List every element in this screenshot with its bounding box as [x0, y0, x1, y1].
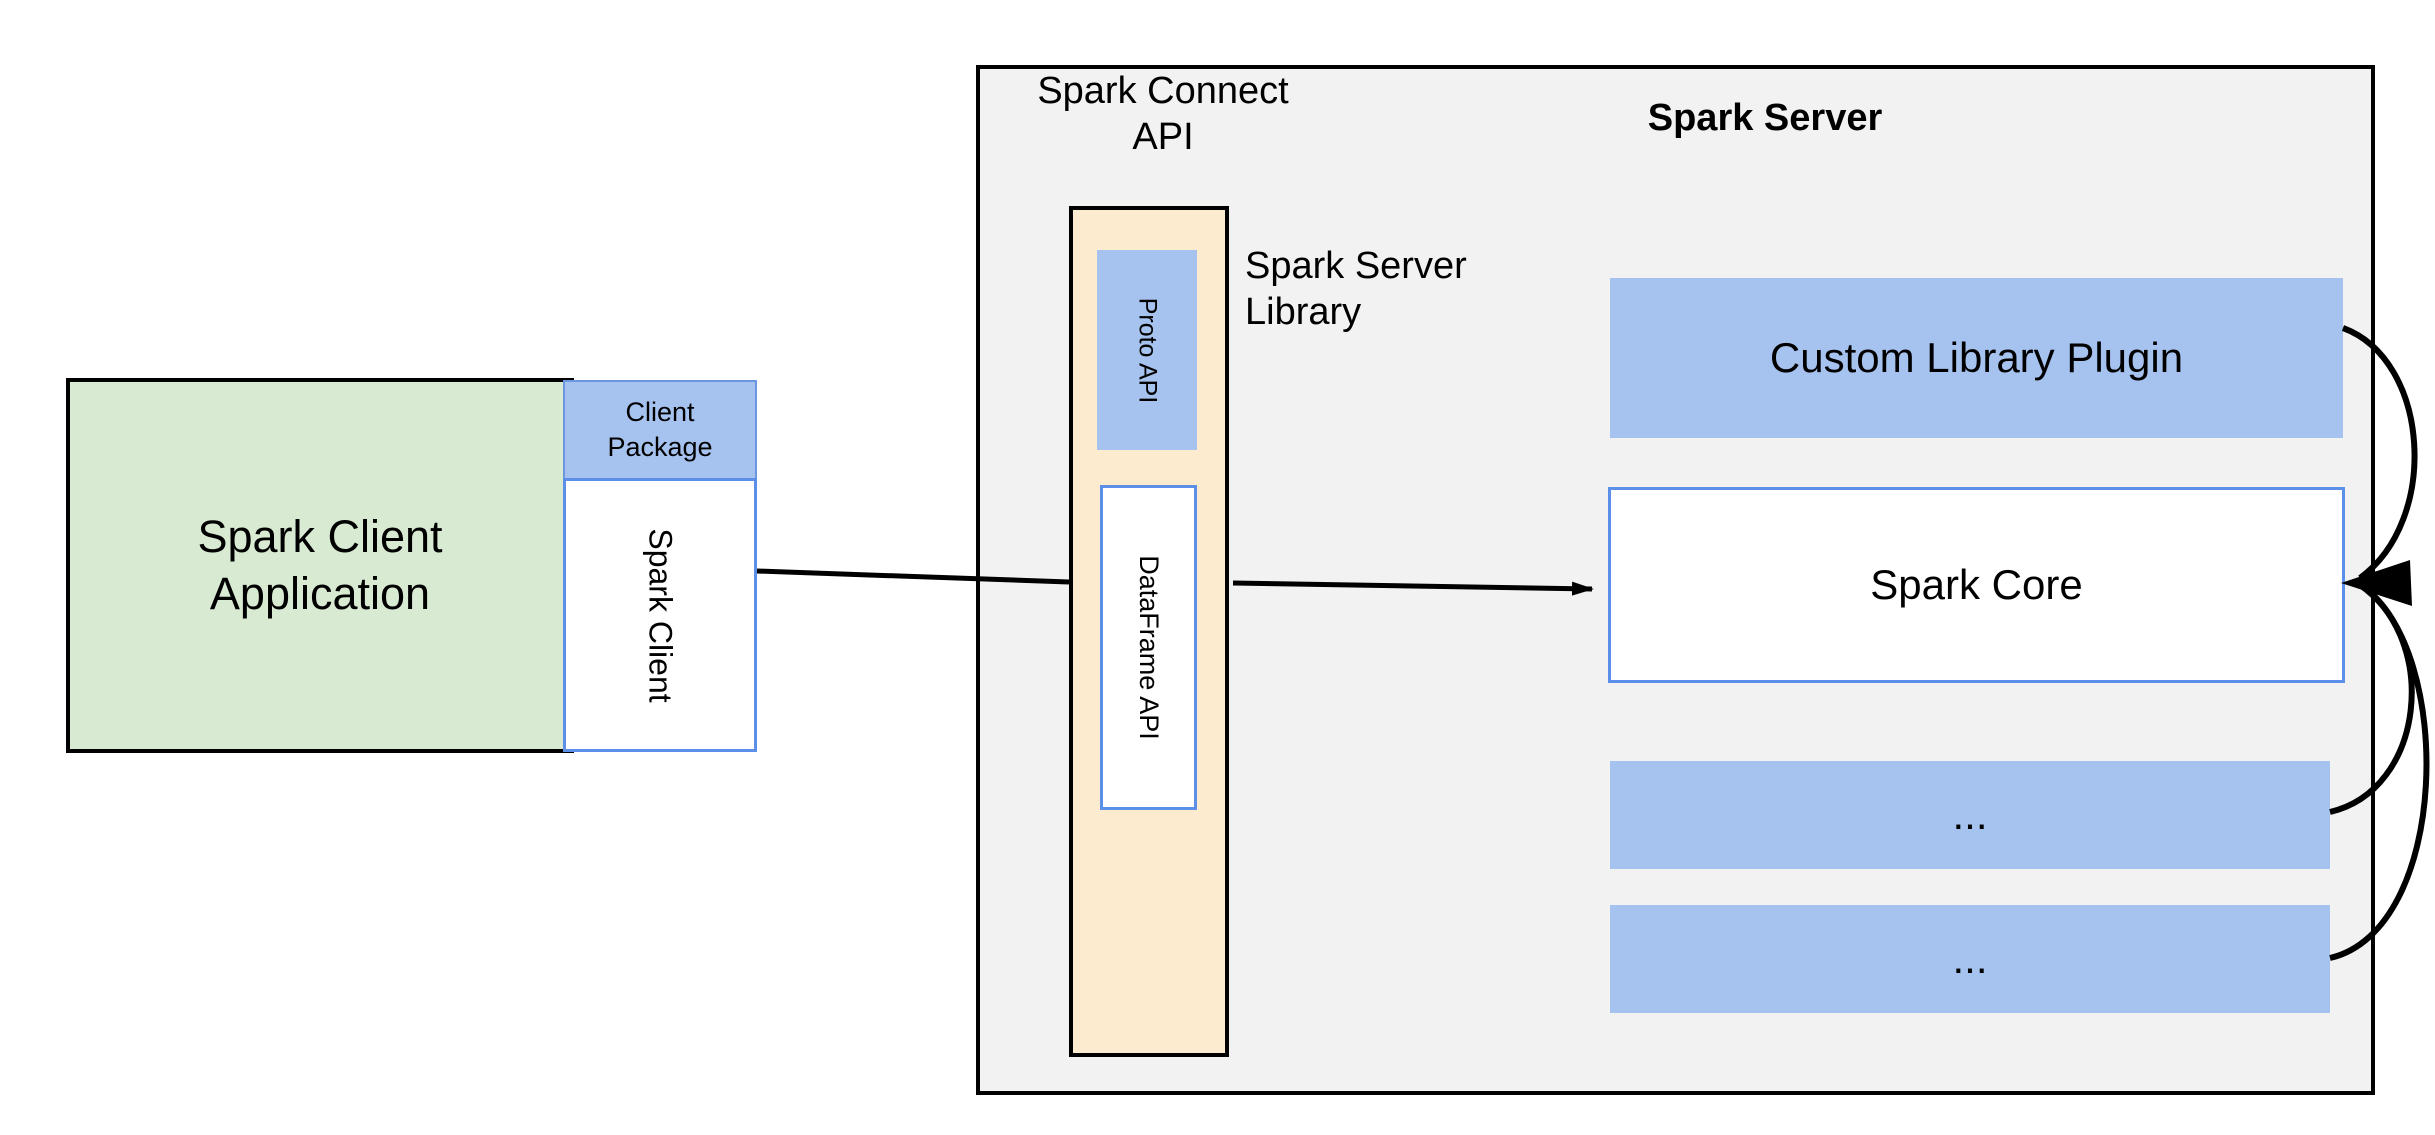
- custom-library-plugin-label: Custom Library Plugin: [1769, 334, 2184, 381]
- custom-library-plugin-box[interactable]: Custom Library Plugin: [1610, 278, 2343, 438]
- spark-client-box[interactable]: Spark Client: [563, 478, 757, 752]
- proto-api-box[interactable]: Proto API: [1097, 250, 1197, 450]
- spark-client-label: Spark Client: [642, 527, 679, 703]
- ellipsis-two-label: ...: [1952, 935, 1988, 982]
- ellipsis-two-box[interactable]: ...: [1610, 905, 2330, 1013]
- proto-api-label: Proto API: [1133, 297, 1162, 403]
- spark-server-title: Spark Server: [1647, 97, 1883, 139]
- ellipsis-one-label: ...: [1952, 791, 1988, 838]
- client-package-box[interactable]: Client Package: [563, 380, 757, 478]
- spark-core-box[interactable]: Spark Core: [1608, 487, 2345, 683]
- spark-server-library-label: Spark Server Library: [1245, 245, 1467, 334]
- dataframe-api-label: DataFrame API: [1134, 555, 1165, 740]
- spark-client-application-label: Spark Client Application: [197, 511, 443, 619]
- dataframe-api-box[interactable]: DataFrame API: [1100, 485, 1197, 810]
- ellipsis-one-box[interactable]: ...: [1610, 761, 2330, 869]
- client-package-label: Client Package: [607, 396, 713, 462]
- spark-core-label: Spark Core: [1870, 561, 2083, 608]
- spark-connect-api-label: Spark Connect API: [1037, 70, 1289, 159]
- spark-client-application-box[interactable]: Spark Client Application: [66, 378, 574, 753]
